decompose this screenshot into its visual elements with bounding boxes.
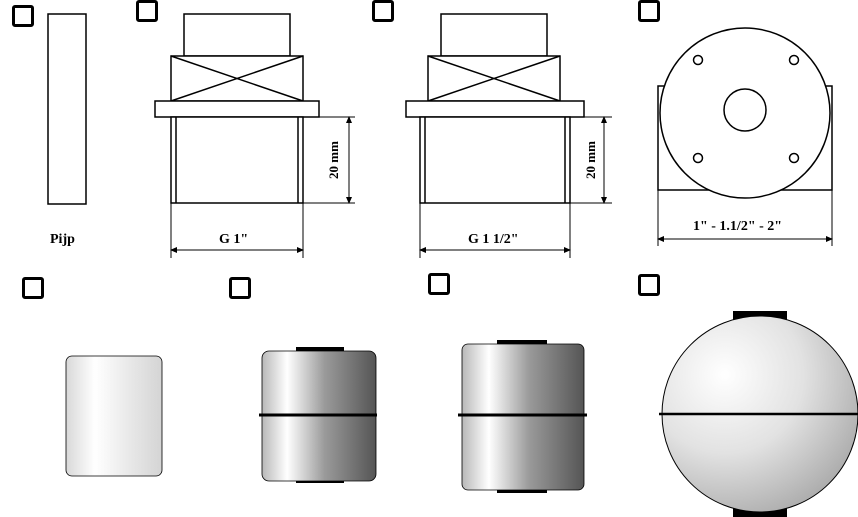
- checkbox-pipe[interactable]: [12, 5, 34, 27]
- checkbox-float-cylinder-seam-large[interactable]: [428, 273, 450, 295]
- float-sphere-drawing: [659, 311, 858, 517]
- checkbox-socket-g1[interactable]: [136, 0, 158, 22]
- checkbox-float-cylinder[interactable]: [22, 277, 44, 299]
- socket-g1-1-2-drawing: [405, 13, 612, 258]
- socket-g1-1-2-width-label: G 1 1/2": [468, 232, 519, 247]
- flange-size-label: 1" - 1.1/2" - 2": [693, 219, 783, 234]
- socket-g1-width-label: G 1": [219, 232, 249, 247]
- float-cylinder-drawing: [65, 355, 163, 477]
- checkbox-float-sphere[interactable]: [638, 274, 660, 296]
- pipe-drawing: [47, 13, 87, 205]
- socket-g1-drawing: [154, 13, 355, 258]
- socket-g1-height-label: 20 mm: [325, 141, 341, 179]
- flange-drawing: [657, 27, 833, 246]
- socket-g1-1-2-height-label: 20 mm: [582, 141, 598, 179]
- float-cylinder-seam-small-drawing: [259, 347, 377, 483]
- pipe-label: Pijp: [50, 232, 75, 247]
- float-cylinder-seam-large-drawing: [458, 340, 587, 493]
- checkbox-flange[interactable]: [638, 0, 660, 22]
- checkbox-socket-g1-1-2[interactable]: [372, 0, 394, 22]
- checkbox-float-cylinder-seam-small[interactable]: [229, 277, 251, 299]
